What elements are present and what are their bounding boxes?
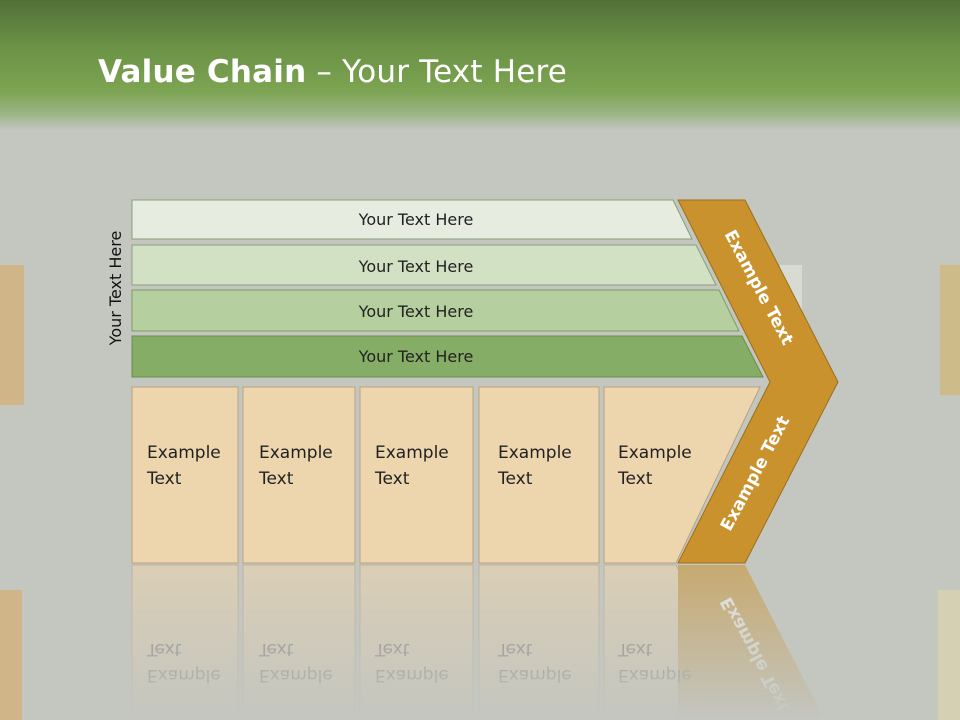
box-4-line1: Example [498, 443, 572, 463]
svg-text:Example: Example [375, 665, 449, 685]
title-rest: – Your Text Here [306, 54, 568, 90]
band-4 [131, 335, 764, 378]
box-3-line2: Text [374, 469, 410, 489]
svg-text:Example: Example [618, 665, 692, 685]
svg-text:Example: Example [498, 665, 572, 685]
box-2-line1: Example [259, 443, 333, 463]
band-1-label: Your Text Here [358, 210, 474, 229]
background-window-bottom-right [938, 590, 960, 720]
background-window-bottom-left [0, 590, 22, 720]
band-2 [131, 244, 717, 286]
band-4-label: Your Text Here [358, 347, 474, 366]
background-window-left [0, 265, 24, 405]
band-group: Your Text Here Your Text Here Your Text … [131, 199, 764, 378]
svg-text:Example: Example [259, 665, 333, 685]
box-1 [131, 386, 239, 564]
band-3-label: Your Text Here [358, 302, 474, 321]
header-bar: Value Chain – Your Text Here [0, 0, 960, 130]
box-1-line2: Text [146, 469, 182, 489]
svg-text:Text: Text [617, 639, 653, 659]
band-3 [131, 289, 740, 332]
reflection: Example Text Example Text Example Text E… [131, 564, 825, 720]
box-1-line1: Example [147, 443, 221, 463]
svg-text:Text: Text [146, 639, 182, 659]
box-4 [478, 386, 600, 564]
title-bold: Value Chain [98, 54, 307, 90]
box-3 [359, 386, 474, 564]
chevron-arrow [677, 199, 839, 564]
box-5 [603, 386, 761, 564]
band-1 [131, 199, 693, 240]
box-group: Example Text Example Text Example Text E… [131, 386, 761, 564]
box-2 [242, 386, 356, 564]
svg-text:Text: Text [497, 639, 533, 659]
svg-text:Text: Text [374, 639, 410, 659]
background-window-right [940, 265, 960, 395]
box-5-line2: Text [617, 469, 653, 489]
box-5-line1: Example [618, 443, 692, 463]
svg-text:Text: Text [258, 639, 294, 659]
svg-text:Example: Example [147, 665, 221, 685]
band-2-label: Your Text Here [358, 257, 474, 276]
box-2-line2: Text [258, 469, 294, 489]
box-4-line2: Text [497, 469, 533, 489]
box-3-line1: Example [375, 443, 449, 463]
slide-title: Value Chain – Your Text Here [98, 54, 567, 90]
